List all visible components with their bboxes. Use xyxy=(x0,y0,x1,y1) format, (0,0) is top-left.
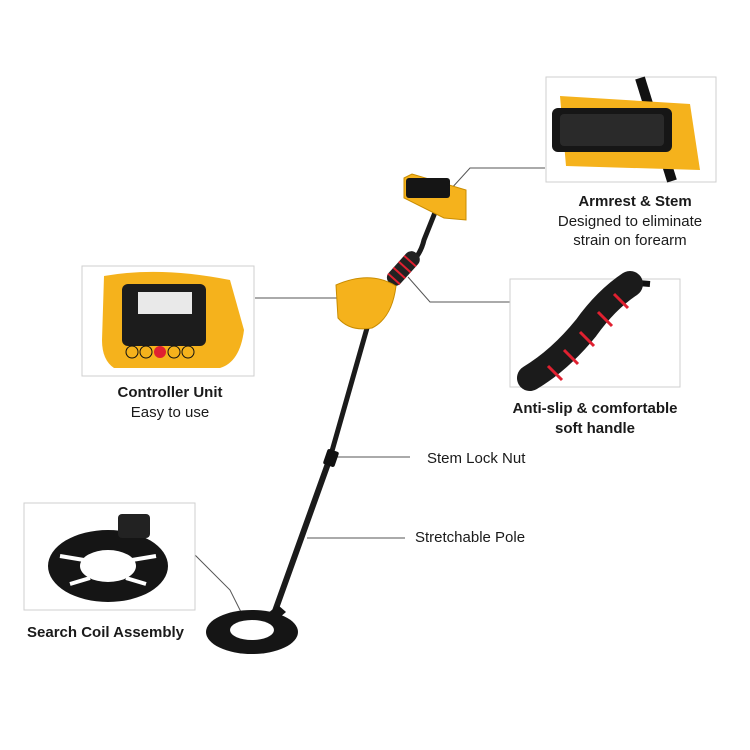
armrest-title: Armrest & Stem xyxy=(578,193,692,210)
armrest-inset xyxy=(545,76,717,183)
handle-title-line2: soft handle xyxy=(554,420,635,437)
stem-lock-nut-label: Stem Lock Nut xyxy=(427,450,526,467)
stretchable-pole-label: Stretchable Pole xyxy=(415,529,526,546)
armrest xyxy=(403,173,467,221)
lower-pole xyxy=(267,455,333,628)
handle-inset xyxy=(509,271,681,391)
callout-lines xyxy=(194,167,545,621)
search-coil xyxy=(206,605,298,654)
controller-housing xyxy=(335,277,397,330)
controller-title: Controller Unit xyxy=(117,384,223,401)
stem-lock-nut xyxy=(323,449,339,467)
controller-subtitle: Easy to use xyxy=(130,404,210,421)
armrest-desc-line1: Designed to eliminate xyxy=(557,213,703,230)
handle-title-line1: Anti-slip & comfortable xyxy=(512,400,678,417)
controller-inset xyxy=(81,265,255,377)
coil-inset xyxy=(23,502,196,611)
coil-title: Search Coil Assembly xyxy=(27,624,185,641)
armrest-desc-line2: strain on forearm xyxy=(573,232,687,249)
handle-grip xyxy=(386,251,420,286)
